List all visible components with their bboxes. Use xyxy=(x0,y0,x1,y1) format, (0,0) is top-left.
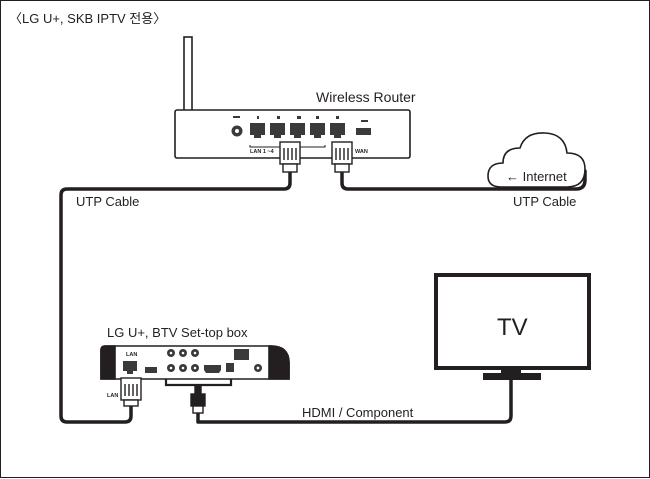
settop-lan-plug-label: LAN xyxy=(107,393,119,399)
wan-port-icon xyxy=(330,123,345,138)
tv-screen xyxy=(434,273,591,370)
settop-ports xyxy=(123,349,262,374)
router-label: Wireless Router xyxy=(316,89,416,105)
utp-cable-wan xyxy=(340,169,587,191)
internet-cloud xyxy=(487,132,586,188)
settop-left-cap xyxy=(100,345,116,380)
internet-label: ← Internet xyxy=(506,169,567,184)
hdmi-component-cable xyxy=(196,377,513,424)
diagram-title: 〈LG U+, SKB IPTV 전용〉 xyxy=(9,11,167,26)
utp-cable-right-label: UTP Cable xyxy=(513,194,577,209)
settop-label: LG U+, BTV Set-top box xyxy=(107,325,248,340)
optical-port-icon xyxy=(226,363,234,372)
rj45-plug-settop xyxy=(120,377,142,407)
usb-port-icon xyxy=(356,128,371,135)
settop-usb-port-icon xyxy=(145,367,157,373)
lan-port-1-icon xyxy=(250,123,265,138)
hdmi-plug xyxy=(190,384,206,414)
lan-port-3-icon xyxy=(290,123,305,138)
rj45-plug-wan-router xyxy=(331,141,353,173)
tv-stand xyxy=(483,373,541,380)
tv-neck xyxy=(501,368,521,373)
rj45-plug-lan-router xyxy=(279,141,301,173)
router-lan-label: LAN 1 ~4 xyxy=(250,149,274,155)
settop-right-cap xyxy=(268,345,290,380)
router-antenna xyxy=(183,36,193,112)
settop-lan-port-label: LAN xyxy=(126,352,138,358)
router-wan-label: WAN xyxy=(355,149,368,155)
lan-port-2-icon xyxy=(270,123,285,138)
tv xyxy=(434,273,591,380)
hdmi-component-label: HDMI / Component xyxy=(302,405,414,420)
lan-port-4-icon xyxy=(310,123,325,138)
utp-cable-lan xyxy=(59,169,292,424)
settop-lan-port-icon xyxy=(123,361,137,374)
settop-power-port-icon xyxy=(234,349,249,360)
tv-label: TV xyxy=(497,314,528,341)
router-ports xyxy=(231,116,371,138)
utp-cable-left-label: UTP Cable xyxy=(76,194,140,209)
hdmi-port-icon xyxy=(204,365,221,373)
